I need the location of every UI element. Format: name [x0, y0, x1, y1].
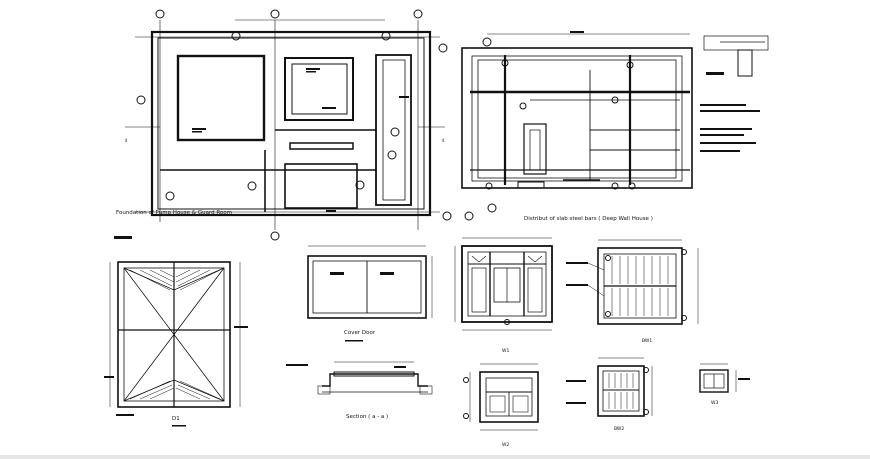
- w3-window: [699, 363, 750, 393]
- caption-foundation: Foundation of Pump House & Guard Room: [116, 210, 232, 216]
- foundation-plan: [125, 9, 452, 241]
- footer-strip: [0, 455, 870, 459]
- cover-door: [307, 245, 433, 342]
- caption-d1: D1: [172, 416, 180, 422]
- caption-cover-door: Cover Door: [344, 330, 376, 336]
- grid-mark-4-right: 4: [442, 138, 445, 143]
- bw2: [566, 357, 653, 417]
- d1-plan: [104, 236, 248, 427]
- caption-slab: Distribut of slab steel bars ( Deep Wall…: [524, 216, 653, 222]
- caption-bw1: BW1: [642, 338, 652, 344]
- w2-window: [463, 363, 539, 431]
- caption-section: Section ( a - a ): [346, 414, 388, 420]
- caption-w1: W1: [502, 348, 509, 354]
- caption-w3: W3: [711, 400, 718, 406]
- slab-steel-plan: [461, 31, 769, 221]
- bw1: [566, 239, 699, 325]
- section-a-a: [286, 361, 433, 395]
- caption-bw2: BW2: [614, 426, 624, 432]
- w1-window: [454, 237, 553, 331]
- grid-mark-4-left: 4: [125, 138, 128, 143]
- caption-w2: W2: [502, 442, 509, 448]
